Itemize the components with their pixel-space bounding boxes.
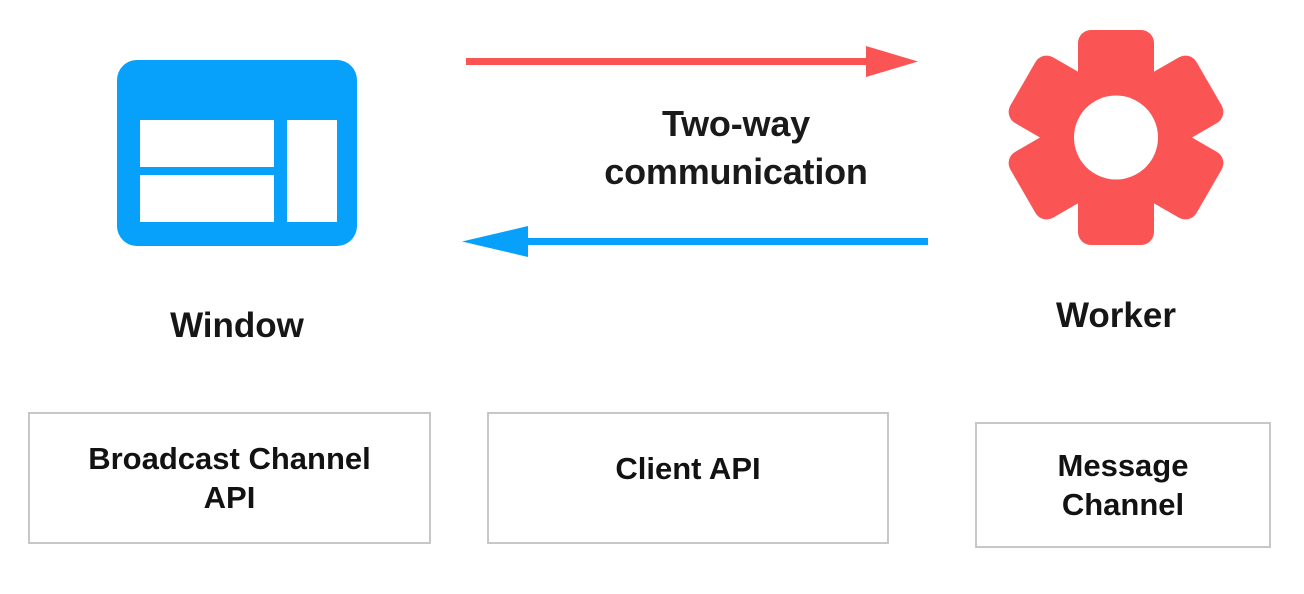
api-box-line-1: Client API: [615, 451, 761, 487]
api-box-line-2: API: [203, 480, 256, 515]
window-pane-right: [287, 120, 337, 222]
window-pane-top: [140, 120, 274, 167]
node-label-window: Window: [170, 306, 304, 345]
node-label-worker: Worker: [1056, 296, 1176, 335]
api-box-label: Broadcast Channel API: [78, 439, 381, 518]
api-box-client-api: Client API: [487, 412, 889, 544]
api-box-line-1: Message: [1057, 447, 1189, 483]
api-box-label: Client API: [605, 449, 770, 488]
gear-icon: [1008, 28, 1224, 247]
caption-line-1: Two-way: [662, 103, 810, 144]
arrow-window-to-worker: [466, 44, 918, 78]
api-box-line-1: Broadcast Channel: [88, 440, 371, 476]
browser-window-icon: [117, 60, 357, 246]
api-box-message-channel: Message Channel: [975, 422, 1271, 548]
diagram-caption: Two-way communication: [560, 100, 912, 196]
api-box-label: Message Channel: [1048, 446, 1199, 525]
arrow-worker-to-window: [462, 224, 928, 258]
api-box-line-2: Channel: [1061, 487, 1185, 522]
caption-line-2: communication: [604, 150, 868, 192]
window-pane-bottom: [140, 175, 274, 222]
api-box-broadcast-channel: Broadcast Channel API: [28, 412, 431, 544]
